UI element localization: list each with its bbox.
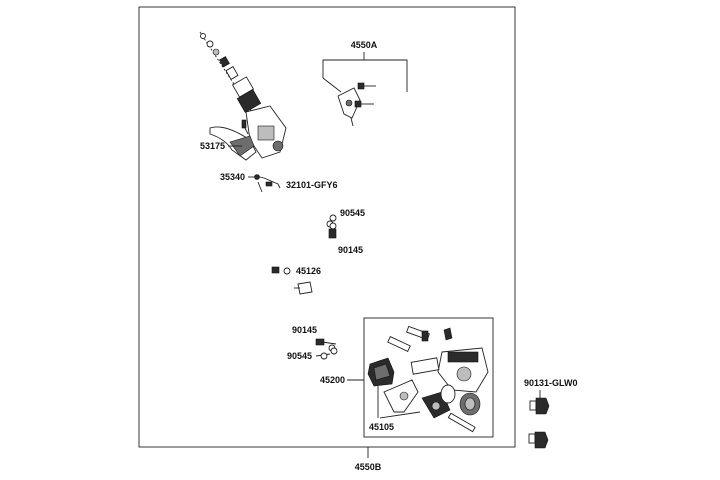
label-washer-top[interactable]: 90545 <box>340 208 365 218</box>
pad-spring <box>410 357 440 375</box>
caliper-group: 45200 45105 <box>320 317 494 438</box>
label-lever[interactable]: 53175 <box>200 141 225 151</box>
label-pad-set[interactable]: 45105 <box>369 422 394 432</box>
washer-top <box>329 214 337 222</box>
label-clamp-kit[interactable]: 4550A <box>351 40 378 50</box>
label-washer-bottom[interactable]: 90545 <box>287 351 312 361</box>
brake-switch-group: 35340 32101-GFY6 <box>220 172 338 193</box>
hose-clamp <box>297 281 313 295</box>
label-assy-main[interactable]: 4550B <box>355 462 382 472</box>
clamp-bolt <box>357 82 365 90</box>
label-bolt-top[interactable]: 90145 <box>338 245 363 255</box>
bolt-top <box>328 228 337 239</box>
caliper-bolt-lower[interactable] <box>534 431 549 449</box>
bolt-bottom <box>315 338 325 346</box>
assembly-frame <box>138 6 516 448</box>
caliper-frame <box>363 317 494 438</box>
label-wire[interactable]: 32101-GFY6 <box>286 180 338 190</box>
caliper-bolts-group: 90131-GLW0 <box>524 378 578 449</box>
caliper-bolt-upper[interactable] <box>535 397 550 415</box>
clamp-kit-bracket <box>322 59 408 92</box>
label-bolt-bottom[interactable]: 90145 <box>292 325 317 335</box>
washer-bottom <box>320 352 328 360</box>
clamp-kit-group: 4550A <box>322 40 408 127</box>
reservoir-diaphragm <box>236 89 262 113</box>
switch-wire <box>255 175 281 189</box>
label-caliper-bolt[interactable]: 90131-GLW0 <box>524 378 578 388</box>
label-switch[interactable]: 35340 <box>220 172 245 182</box>
brake-hose-group: 90545 90145 45126 90145 90545 <box>271 208 365 361</box>
label-caliper-assy[interactable]: 45200 <box>320 375 345 385</box>
label-hose-clamp[interactable]: 45126 <box>296 266 321 276</box>
master-cylinder-group: 53175 <box>199 31 287 161</box>
